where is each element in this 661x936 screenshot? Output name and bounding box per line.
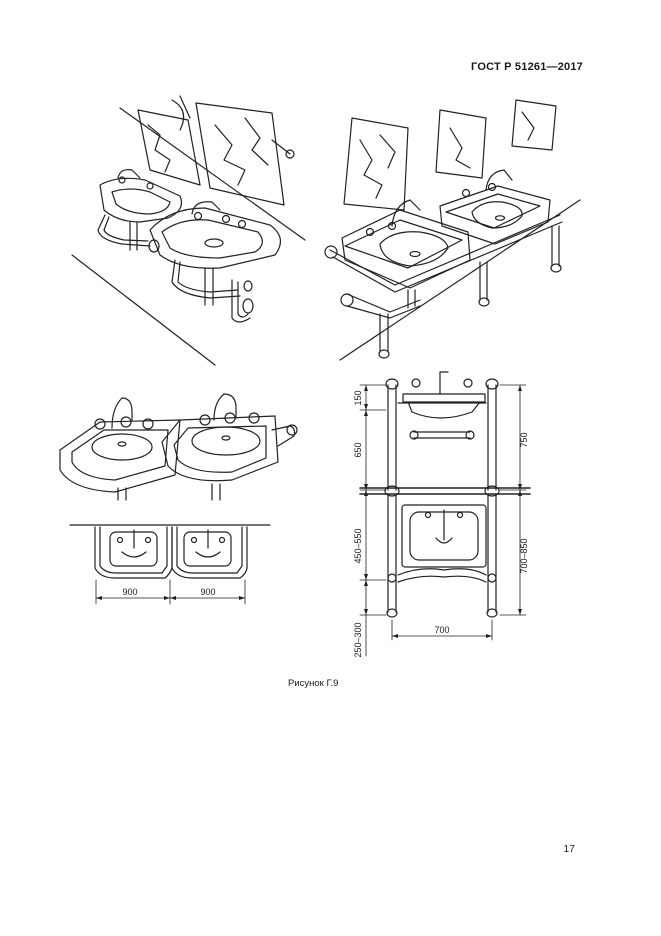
dim-150: 150 [353,390,363,405]
dim-700-850: 700–850 [519,538,529,573]
plan-view-double-sink [69,524,271,605]
dim-900-right: 900 [200,587,215,597]
front-elevation [359,371,531,657]
figure-caption: Рисунок Г.9 [288,678,339,689]
page-number: 17 [563,843,575,855]
dim-750: 750 [519,432,529,447]
perspective-corner-sinks [71,95,306,366]
dim-450-550: 450–550 [353,528,363,563]
standard-header: ГОСТ Р 51261—2017 [471,61,583,73]
dim-650: 650 [353,442,363,457]
dim-700: 700 [434,625,449,635]
perspective-double-sink [59,393,298,501]
dim-250-300: 250–300 [353,622,363,657]
dim-900-left: 900 [122,587,137,597]
perspective-counter-sinks [324,99,581,361]
